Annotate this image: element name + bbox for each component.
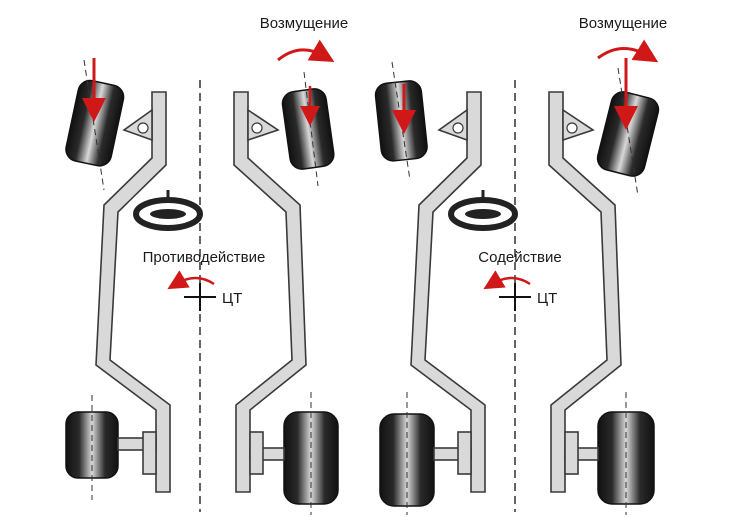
left-pair-bracket-1 xyxy=(122,108,153,142)
left-pair-front-tire-2 xyxy=(281,88,335,170)
left-disturbance-arc xyxy=(277,39,335,63)
left-pair-frame-rail-1 xyxy=(95,91,171,493)
right-pair-frame-rail-2 xyxy=(548,91,622,493)
right-pair-bracket-1 xyxy=(437,108,468,142)
right-pair-front-tire-2 xyxy=(596,91,660,177)
left-pair-front-tire-axis-1 xyxy=(83,59,105,191)
right-disturbance-label: Возмущение xyxy=(579,15,668,32)
left-reaction-label: Противодействие xyxy=(143,249,266,266)
right-pair-front-tire-axis-2 xyxy=(617,67,639,197)
right-cg-marker-icon xyxy=(499,283,531,311)
left-pair-bracket-hole-1 xyxy=(137,122,149,134)
right-pair-frame-rail-1 xyxy=(410,91,486,493)
right-reaction-label: Содействие xyxy=(478,249,561,266)
right-pair-bracket-hole-2 xyxy=(566,122,578,134)
left-cg-marker-icon xyxy=(184,283,216,311)
left-pair-rear-mount-2 xyxy=(249,431,264,475)
right-pair-rear-mount-2 xyxy=(564,431,579,475)
right-disturbance-arc xyxy=(597,39,659,63)
right-pair-front-tire-1 xyxy=(374,80,428,162)
left-pair-bracket-hole-2 xyxy=(251,122,263,134)
right-pair-rear-mount-1 xyxy=(457,431,472,475)
left-disturbance-label: Возмущение xyxy=(260,15,349,32)
left-pair-frame-rail-2 xyxy=(233,91,307,493)
left-steering-wheel-icon xyxy=(133,190,203,231)
right-steering-wheel-icon xyxy=(448,190,518,231)
left-pair-rear-mount-1 xyxy=(142,431,157,475)
left-reaction-arc xyxy=(167,270,215,290)
left-pair-front-tire-axis-2 xyxy=(303,71,319,187)
right-pair-bracket-hole-1 xyxy=(452,122,464,134)
right-reaction-arc xyxy=(483,270,531,290)
left-cg-label: ЦТ xyxy=(222,290,242,307)
right-cg-label: ЦТ xyxy=(537,290,557,307)
left-pair-front-tire-1 xyxy=(65,79,125,167)
